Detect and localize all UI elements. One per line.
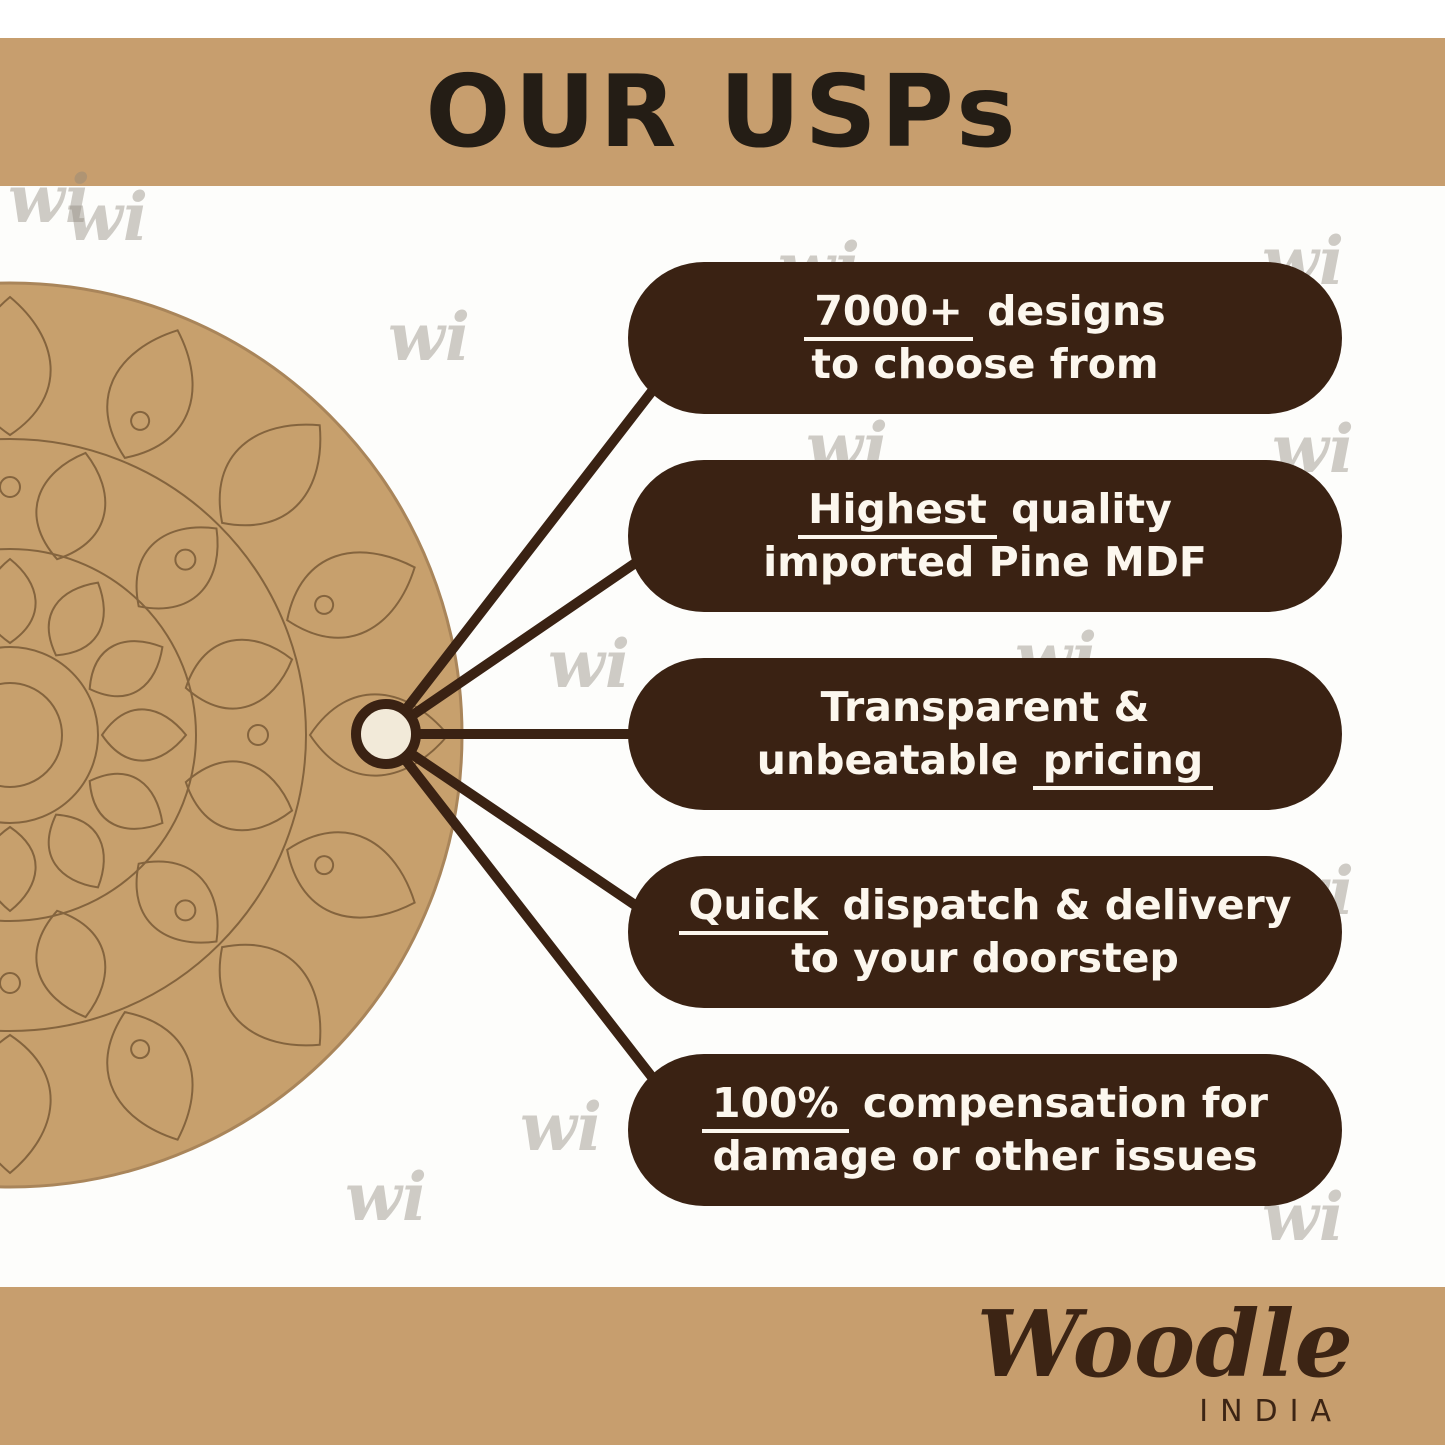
watermark: wi xyxy=(1262,222,1344,300)
pill-line: Highest quality xyxy=(798,483,1172,539)
brand-logo: Woodle INDIA xyxy=(977,1298,1353,1429)
brand-name: Woodle xyxy=(976,1290,1353,1398)
pill-line: Transparent & xyxy=(820,682,1150,731)
watermark: wi xyxy=(1015,618,1097,696)
watermark: wi xyxy=(1272,852,1354,930)
watermark: wi xyxy=(66,178,148,256)
watermark: wi xyxy=(345,1158,427,1236)
header-banner: OUR USPs xyxy=(0,38,1445,186)
page-title: OUR USPs xyxy=(425,53,1020,170)
watermark: wi xyxy=(1262,1178,1344,1256)
watermark: wi xyxy=(8,160,90,238)
watermark: wi xyxy=(520,1088,602,1166)
pill-line: damage or other issues xyxy=(712,1132,1258,1180)
top-white-strip xyxy=(0,0,1445,38)
pill-line: imported Pine MDF xyxy=(763,538,1207,586)
pill-line: unbeatable pricing xyxy=(757,734,1214,790)
mdf-mandala-board xyxy=(0,281,464,1189)
pill-line: Quick dispatch & delivery xyxy=(678,879,1291,935)
watermark: wi xyxy=(548,625,630,703)
brand-country: INDIA xyxy=(1199,1394,1343,1429)
watermark: wi xyxy=(1272,410,1354,488)
footer-banner xyxy=(0,1287,1445,1445)
watermark: wi xyxy=(778,228,860,306)
pill-line: to your doorstep xyxy=(791,934,1179,982)
pill-line: 100% compensation for xyxy=(701,1077,1268,1133)
pill-line: to choose from xyxy=(811,340,1159,388)
usp-pill: Transparent &unbeatable pricing xyxy=(628,658,1342,810)
watermark: wi xyxy=(806,408,888,486)
